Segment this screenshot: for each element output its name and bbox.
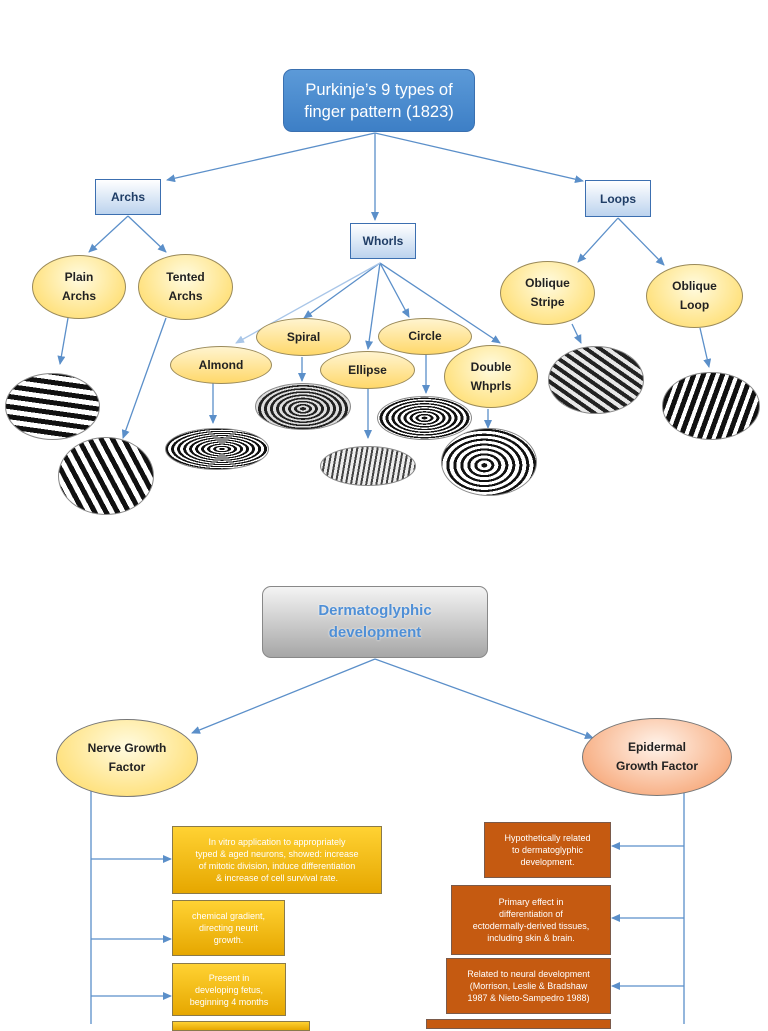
ellipse-fingerprint-image: [320, 446, 416, 486]
double-whorls-line1: Double: [470, 359, 512, 374]
almond-oval: Almond: [170, 346, 272, 384]
ellipse-label: Ellipse: [348, 362, 387, 377]
whorls-label: Whorls: [362, 234, 404, 248]
dermatoglyphic-title-line1: Dermatoglyphic: [318, 602, 432, 619]
egf-note-3-line1: Related to neural development: [467, 969, 590, 979]
egf-label-line2: Growth Factor: [615, 759, 698, 773]
ngf-label-line2: Factor: [108, 760, 146, 774]
purkinje-title-line1: Purkinje’s 9 types of: [305, 80, 453, 99]
plain-arch-fingerprint-image: [5, 373, 100, 440]
ngf-note-cropped: [172, 1021, 310, 1031]
tented-archs-line2: Archs: [168, 289, 203, 303]
ngf-label-line1: Nerve Growth: [87, 741, 167, 755]
circle-label: Circle: [408, 329, 442, 343]
oblique-stripe-line1: Oblique: [525, 276, 570, 290]
almond-fingerprint-image: [165, 428, 269, 470]
ellipse-oval: Ellipse: [320, 351, 415, 389]
loops-box: Loops: [585, 180, 651, 217]
ngf-note-2-line3: growth.: [213, 935, 244, 945]
dermatoglyphic-title-line2: development: [328, 624, 422, 641]
ngf-note-2-line1: chemical gradient,: [191, 911, 266, 921]
oblique-loop-line1: Oblique: [672, 279, 717, 293]
development-connectors: [90, 658, 685, 1024]
oblique-stripe-fingerprint-image: [548, 346, 644, 414]
oblique-loop-line2: Loop: [679, 298, 710, 312]
purkinje-title-line2: finger pattern (1823): [304, 102, 454, 121]
plain-archs-line1: Plain: [64, 270, 94, 284]
whorls-box: Whorls: [350, 223, 416, 259]
ngf-note-3-line1: Present in: [208, 972, 250, 983]
spiral-fingerprint-image: [255, 383, 351, 430]
egf-note-3-line2: (Morrison, Leslie & Bradshaw: [469, 981, 588, 991]
loops-label: Loops: [600, 191, 636, 206]
plain-archs-line2: Archs: [61, 289, 96, 303]
egf-note-2-line1: Primary effect in: [498, 897, 564, 907]
ngf-note-present-in-fetus: Present in developing fetus, beginning 4…: [172, 963, 286, 1016]
egf-note-2-line3: ectodermally-derived tissues,: [472, 921, 590, 931]
ngf-note-in-vitro: In vitro application to appropriately ty…: [172, 826, 382, 894]
double-whorls-fingerprint-image: [441, 428, 537, 496]
spiral-label: Spiral: [286, 329, 321, 344]
egf-note-1-line3: development.: [520, 857, 575, 867]
oblique-loop-fingerprint-image: [662, 372, 760, 440]
tented-arch-fingerprint-image: [58, 437, 154, 515]
egf-note-3-line3: 1987 & Nieto-Sampedro 1988): [467, 993, 590, 1003]
circle-fingerprint-image: [377, 396, 472, 440]
spiral-oval: Spiral: [256, 318, 351, 356]
egf-note-1-line2: to dermatoglyphic: [511, 845, 584, 855]
egf-note-cropped: [426, 1019, 611, 1029]
archs-label: Archs: [110, 190, 145, 204]
egf-note-1-line1: Hypothetically related: [504, 833, 591, 843]
egf-note-2-line2: differentiation of: [499, 909, 563, 919]
egf-note-2-line4: including skin & brain.: [487, 933, 575, 943]
ngf-note-3-line2: developing fetus,: [194, 984, 264, 995]
tented-archs-line1: Tented: [166, 270, 205, 284]
purkinje-title-box: Purkinje’s 9 types of finger pattern (18…: [283, 69, 475, 132]
egf-note-hypothetically-related: Hypothetically related to dermatoglyphic…: [484, 822, 611, 878]
ngf-note-1-line4: & increase of cell survival rate.: [215, 873, 339, 883]
ngf-note-3-line3: beginning 4 months: [189, 996, 269, 1007]
purkinje-title-text: Purkinje’s 9 types of finger pattern (18…: [304, 79, 454, 123]
circle-oval: Circle: [378, 318, 472, 355]
egf-note-neural-development: Related to neural development (Morrison,…: [446, 958, 611, 1014]
egf-label-line1: Epidermal: [627, 740, 686, 754]
egf-note-primary-effect: Primary effect in differentiation of ect…: [451, 885, 611, 955]
archs-box: Archs: [95, 179, 161, 215]
oblique-stripe-line2: Stripe: [530, 295, 565, 309]
dermatoglyphic-title-box: Dermatoglyphic development: [262, 586, 488, 658]
almond-label: Almond: [198, 357, 244, 372]
double-whorls-line2: Whprls: [470, 378, 512, 393]
ngf-note-chemical-gradient: chemical gradient, directing neurit grow…: [172, 900, 285, 956]
ngf-note-1-line1: In vitro application to appropriately: [208, 837, 346, 847]
purkinje-connectors: [57, 132, 712, 439]
ngf-note-1-line3: of mitotic division, induce differentiat…: [198, 861, 356, 871]
ngf-note-1-line2: typed & aged neurons, showed: increase: [195, 849, 359, 859]
ngf-note-2-line2: directing neurit: [198, 923, 259, 933]
